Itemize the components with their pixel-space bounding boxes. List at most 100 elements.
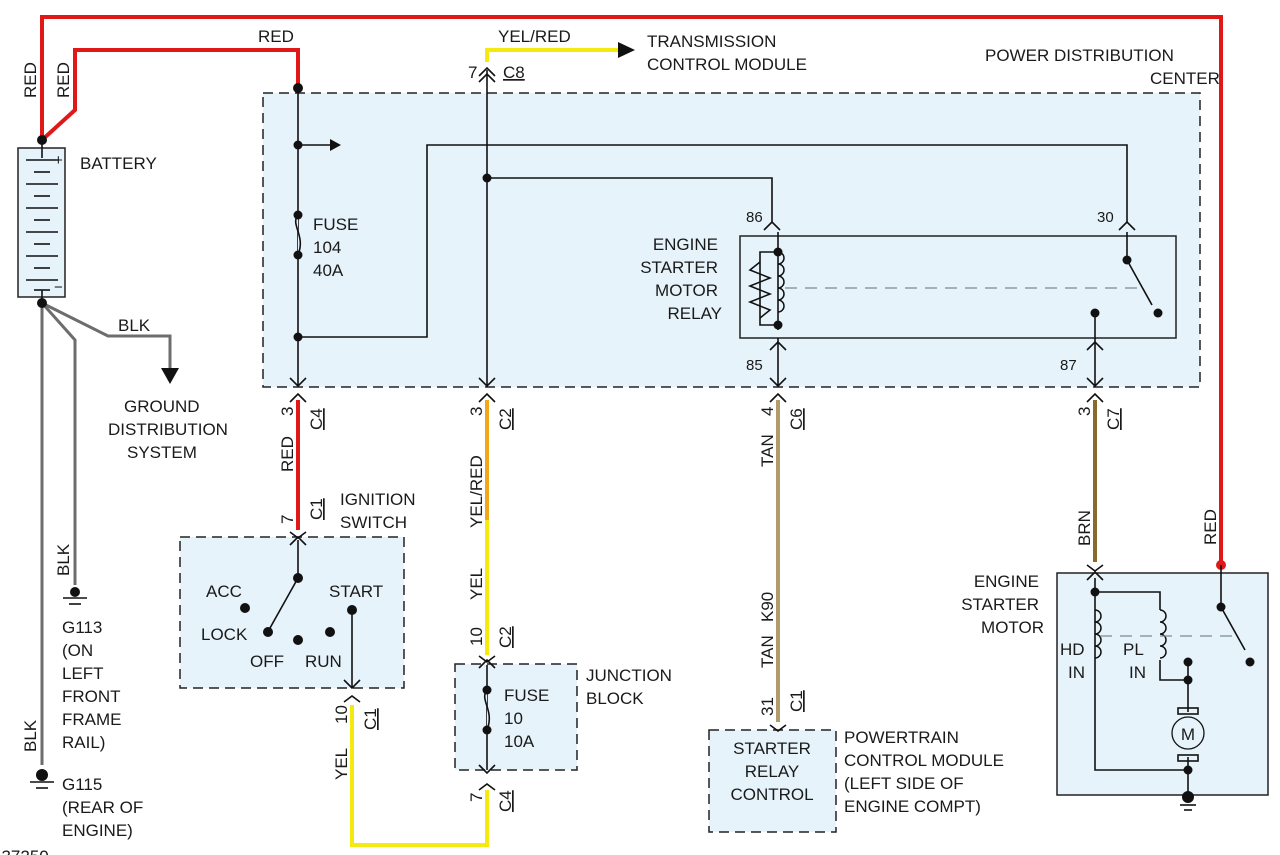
circuit-label: K90 [758,592,777,622]
wire-yel-c1 [350,705,489,847]
svg-text:ENGINE): ENGINE) [62,821,133,840]
pin-label: 10 [332,705,351,724]
wire-label: YEL [467,568,486,600]
wire-label: TAN [758,434,777,467]
position-lock: LOCK [201,625,248,644]
tcm-label: CONTROL MODULE [647,55,807,74]
fuse-label: 104 [313,238,341,257]
svg-text:RELAY: RELAY [745,762,800,781]
wire-label: RED [278,436,297,472]
wire-yel-red-tcm [485,48,618,62]
svg-text:ENGINE: ENGINE [974,572,1039,591]
connector-label: C4 [307,408,326,430]
pdc-label: CENTER [1150,69,1220,88]
wire-label: RED [21,62,40,98]
wire-label: RED [1201,509,1220,545]
svg-text:POWERTRAIN: POWERTRAIN [844,728,959,747]
pl-label: PL [1123,640,1144,659]
wire-label: YEL [332,748,351,780]
connector-label: C7 [1104,408,1123,430]
connector-label: C2 [496,626,515,648]
battery-cells [26,140,58,303]
tcm-arrow-icon [618,42,635,58]
junction-dots [37,83,1226,570]
svg-text:(REAR OF: (REAR OF [62,798,143,817]
ignition-label: SWITCH [340,513,407,532]
wire-label: YEL/RED [498,27,571,46]
ground-label: SYSTEM [127,443,197,462]
pin-label: 3 [278,407,297,416]
pin-label: 85 [746,357,763,374]
svg-text:STARTER: STARTER [640,258,718,277]
pin-label: 10 [467,627,486,646]
hd-label: IN [1068,663,1085,682]
fuse-label: 10A [504,732,535,751]
ground-label: GROUND [124,397,200,416]
ignition-label: IGNITION [340,490,416,509]
ground-label: DISTRIBUTION [108,420,228,439]
pin-label: 31 [758,697,777,716]
pin-label: 87 [1060,357,1077,374]
pin-label: 3 [1075,407,1094,416]
wire-label: RED [258,27,294,46]
connector-label: C1 [787,690,806,712]
ignition-switch-dots [240,573,357,645]
connector-label: C1 [361,708,380,730]
junction-label: JUNCTION [586,666,672,685]
battery-symbol [17,147,66,298]
svg-text:RELAY: RELAY [668,304,723,323]
pin-label: 3 [467,407,486,416]
svg-text:CONTROL: CONTROL [730,785,813,804]
ground-g113-icon [63,587,87,605]
arrow-icon [330,139,341,151]
svg-text:FRONT: FRONT [62,687,121,706]
ignition-switch-contacts [269,540,353,688]
wire-label: BLK [21,719,40,752]
position-off: OFF [250,652,284,671]
wire-label: TAN [758,635,777,668]
hd-label: HD [1060,640,1085,659]
junction-label: BLOCK [586,689,644,708]
wire-label: RED [54,62,73,98]
wire-red-battery-to-starter [40,15,1223,565]
position-run: RUN [305,652,342,671]
svg-text:MOTOR: MOTOR [981,618,1044,637]
wire-red-battery-to-pdc [40,48,300,142]
pdc-label: POWER DISTRIBUTION [985,46,1174,65]
svg-text:(LEFT SIDE OF: (LEFT SIDE OF [844,774,964,793]
svg-text:(ON: (ON [62,641,93,660]
junction-block-box [454,663,578,771]
connector-symbols [289,66,1136,791]
fuse-label: FUSE [504,686,549,705]
connector-label: C2 [496,408,515,430]
position-start: START [329,582,383,601]
connector-label: C1 [307,498,326,520]
tcm-label: TRANSMISSION [647,32,776,51]
svg-text:G113: G113 [62,618,102,637]
figure-id: 137250 [0,847,49,855]
wire-label: BRN [1075,510,1094,546]
hd-coil-icon [1094,609,1102,659]
fuse-label: FUSE [313,215,358,234]
fuse-label: 10 [504,709,523,728]
pin-label: 7 [467,793,486,802]
pl-coil-icon [1159,609,1167,659]
svg-text:STARTER: STARTER [733,739,811,758]
motor-icon [1171,716,1205,750]
connector-label: C6 [787,408,806,430]
pin-label: 7 [468,63,477,82]
wire-label: BLK [118,316,151,335]
pl-label: IN [1129,663,1146,682]
pcm-box [708,729,837,833]
ground-arrow-icon [161,368,179,384]
svg-text:ENGINE COMPT): ENGINE COMPT) [844,797,981,816]
relay-coil-icon [777,251,785,313]
svg-text:MOTOR: MOTOR [655,281,718,300]
svg-text:ENGINE: ENGINE [653,235,718,254]
svg-text:LEFT: LEFT [62,664,104,683]
starter-motor-box [1056,572,1269,796]
